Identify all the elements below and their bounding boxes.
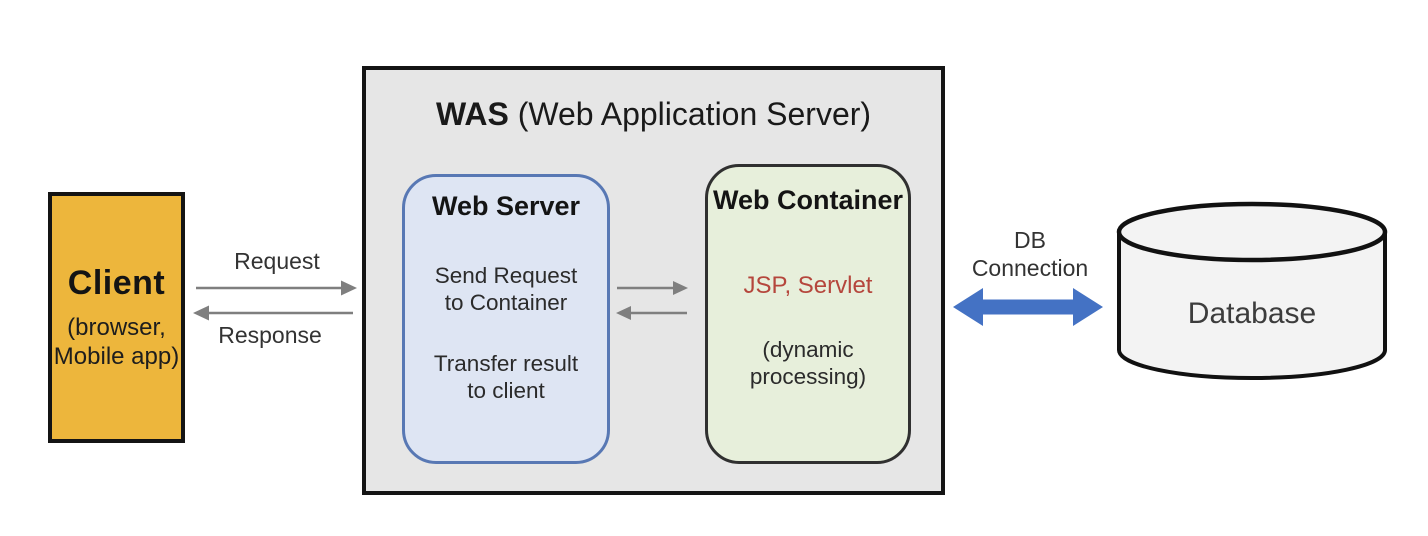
database-label: Database bbox=[1187, 297, 1317, 330]
web-container-note-line1: (dynamic bbox=[762, 337, 854, 362]
request-arrow bbox=[196, 280, 357, 296]
web-server-body-2-line1: Transfer result bbox=[433, 351, 579, 376]
client-subtitle-line2: Mobile app) bbox=[53, 343, 180, 370]
db-connection-arrow bbox=[953, 288, 1103, 326]
web-server-body-2-line2: to client bbox=[467, 378, 545, 403]
database-cylinder-top bbox=[1116, 201, 1388, 263]
web-server-node: Web Server Send Request to Container Tra… bbox=[402, 174, 610, 464]
web-container-node: Web Container JSP, Servlet (dynamic proc… bbox=[705, 164, 911, 464]
response-arrow bbox=[193, 305, 353, 321]
database-cylinder-body bbox=[1117, 232, 1387, 380]
was-title-abbr: WAS bbox=[435, 96, 509, 132]
was-node: WAS (Web Application Server) Web Server … bbox=[362, 66, 945, 495]
web-server-body-1: Send Request to Container bbox=[405, 262, 607, 316]
request-label: Request bbox=[234, 248, 320, 274]
client-node: Client (browser, Mobile app) bbox=[48, 192, 185, 443]
client-subtitle-line1: (browser, bbox=[67, 313, 166, 341]
was-title: WAS (Web Application Server) bbox=[366, 96, 941, 133]
response-label: Response bbox=[218, 322, 322, 348]
web-server-body-1-line2: to Container bbox=[444, 290, 568, 315]
web-server-body-2: Transfer result to client bbox=[405, 350, 607, 404]
web-server-body-1-line1: Send Request bbox=[434, 263, 578, 288]
client-title: Client bbox=[67, 263, 166, 302]
web-container-note: (dynamic processing) bbox=[708, 336, 908, 390]
web-container-note-line2: processing) bbox=[749, 364, 867, 389]
web-container-title: Web Container bbox=[712, 185, 903, 215]
db-connection-label-line2: Connection bbox=[971, 255, 1089, 281]
db-connection-label: DB Connection bbox=[948, 226, 1112, 282]
jsp-servlet-label: JSP, Servlet bbox=[743, 272, 873, 299]
database-node bbox=[1116, 201, 1388, 380]
web-server-title: Web Server bbox=[431, 191, 581, 221]
db-connection-label-line1: DB bbox=[1014, 227, 1046, 253]
was-title-full: (Web Application Server) bbox=[508, 96, 872, 132]
